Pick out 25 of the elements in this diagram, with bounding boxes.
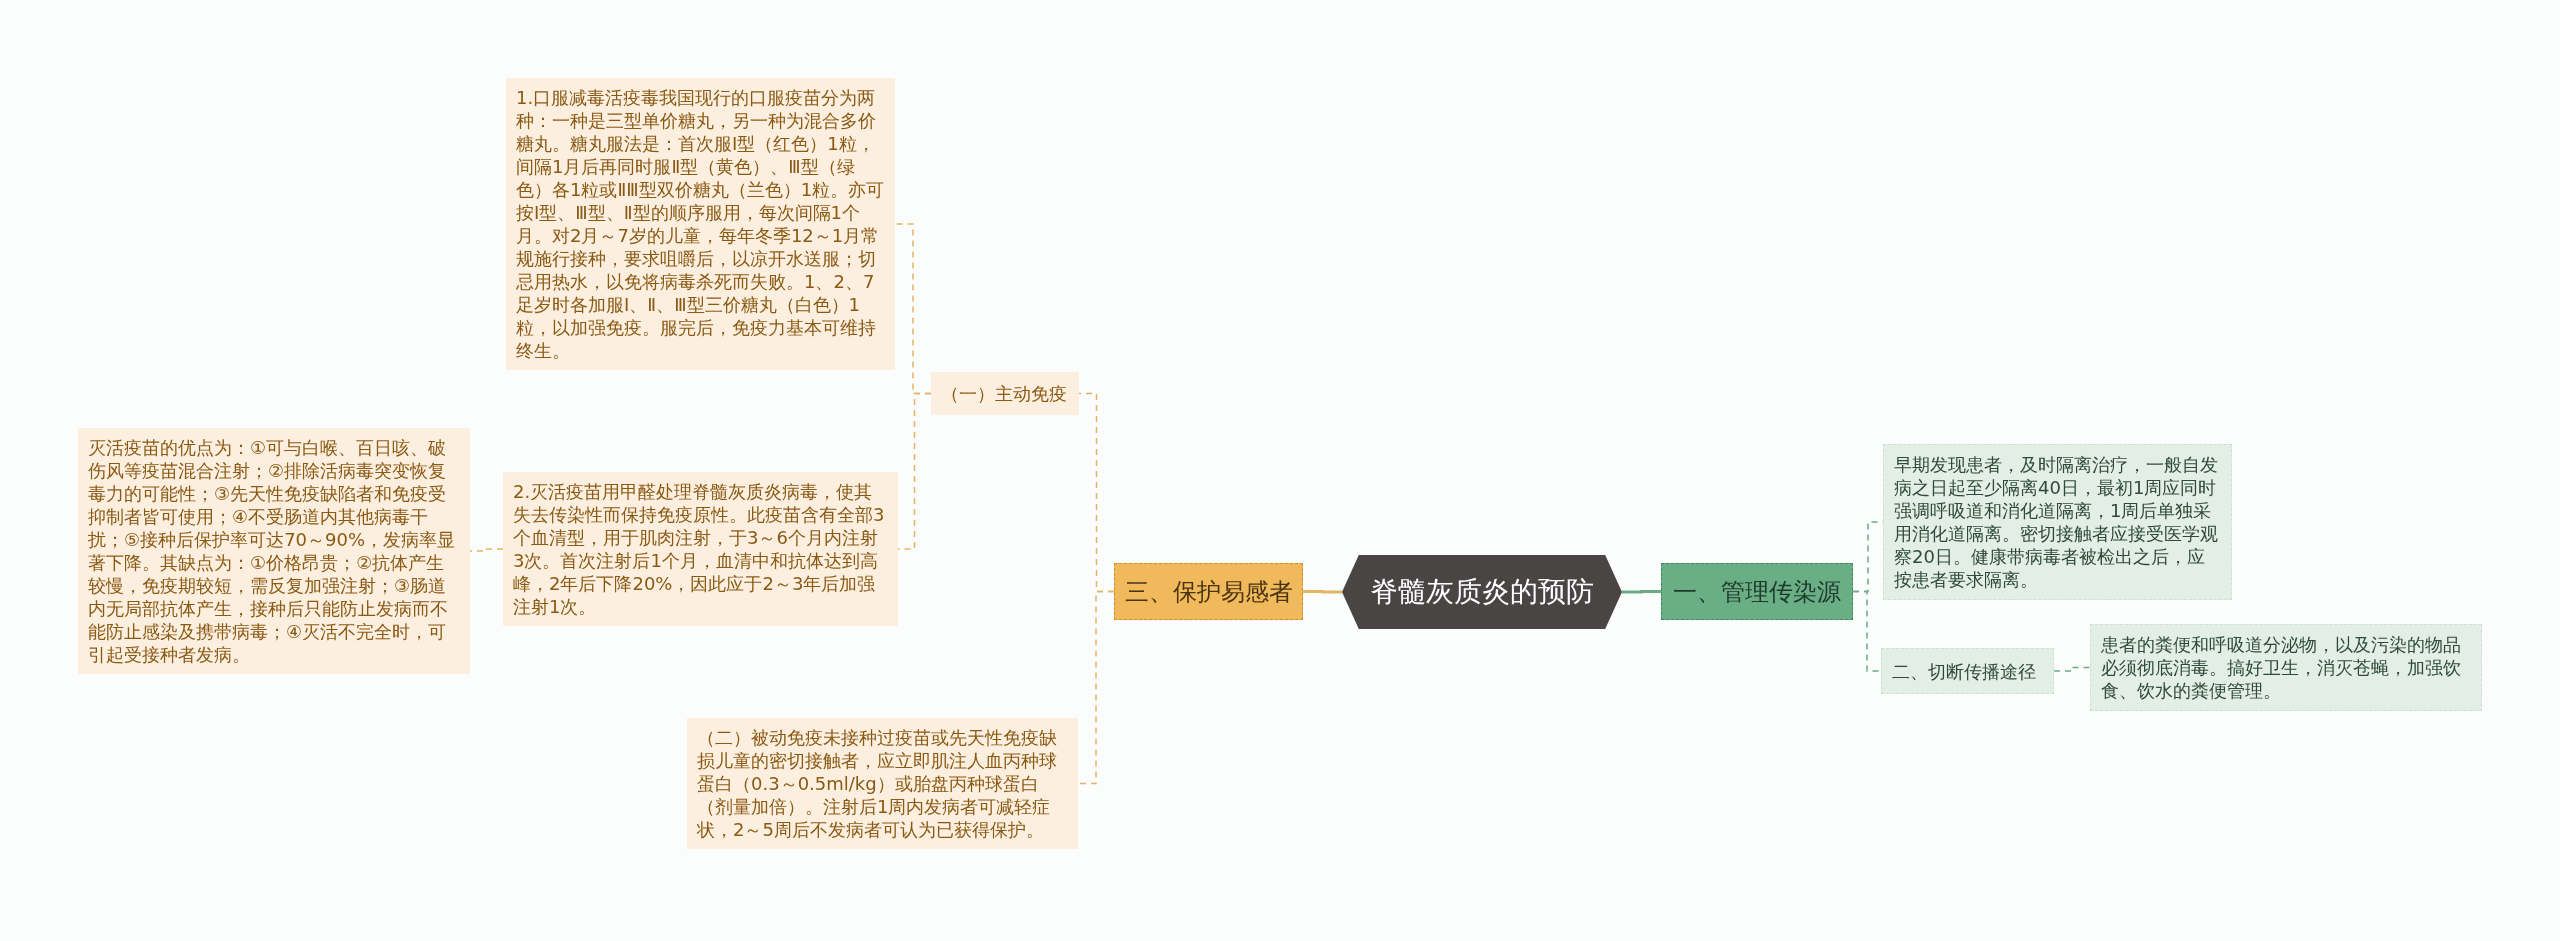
node-text: 1.口服减毒活疫毒我国现行的口服疫苗分为两种：一种是三型单价糖丸，另一种为混合多价糖丸。糖丸服法是：首次服Ⅰ型（红色）1粒，间隔1月后再同时服Ⅱ型（黄色）、Ⅲ型（绿色）各1粒或ⅡⅢ型双价糖丸（兰色）1粒。亦可按Ⅰ型、Ⅲ型、Ⅱ型的顺序服用，每次间隔1个月。对2月～7岁的儿童，每年冬季12～1月常规施行接种，要求咀嚼后，以凉开水送服；切忌用热水，以免将病毒杀死而失败。1、2、7足岁时各加服Ⅰ、Ⅱ、Ⅲ型三价糖丸（白色）1粒，以加强免疫。服完后，免疫力基本可维持终生。	[516, 86, 885, 362]
node-text: 2.灭活疫苗用甲醛处理脊髓灰质炎病毒，使其失去传染性而保持免疫原性。此疫苗含有全部3个血清型，用于肌肉注射，于3～6个月内注射3次。首次注射后1个月，血清中和抗体达到高峰，2年后下降20%，因此应于2～3年后加强注射1次。	[513, 480, 886, 618]
connector-line	[2053, 666, 2091, 672]
note-card	[503, 472, 898, 626]
node-text: 灭活疫苗的优点为：①可与白喉、百日咳、破伤风等疫苗混合注射；②排除活病毒突变恢复毒力的可能性；③先天性免疫缺陷者和免疫受抑制者皆可使用；④不受肠道内其他病毒干扰；⑤接种后保护率可达70～90%，发病率显著下降。其缺点为：①价格昂贵；②抗体产生较慢，免疫期较短，需反复加强注射；③肠道内无局部抗体产生，接种后只能防止发病而不能防止感染及携带病毒；④灭活不完全时，可引起受接种者发病。	[88, 436, 457, 666]
branch-topic	[1661, 563, 1853, 620]
node-text: 脊髓灰质炎的预防	[1370, 574, 1594, 610]
connector-line	[469, 548, 504, 552]
node-text: 一、管理传染源	[1673, 576, 1841, 608]
note-card	[687, 718, 1078, 849]
connector-line	[1303, 590, 1342, 594]
node-text: 二、切断传播途径	[1892, 659, 2036, 683]
connector-line	[1077, 590, 1115, 785]
node-text: （二）被动免疫未接种过疫苗或先天性免疫缺损儿童的密切接触者，应立即肌注人血丙种球蛋白（0.3～0.5ml/kg）或胎盘丙种球蛋白（剂量加倍）。注射后1周内发病者可减轻症状，2～5周后不发病者可认为已获得保护。	[697, 726, 1058, 841]
branch-topic	[1114, 563, 1303, 620]
node-text: 三、保护易感者	[1124, 576, 1293, 608]
connector-line	[1852, 590, 1882, 672]
node-text: 患者的粪便和呼吸道分泌物，以及污染的物品必须彻底消毒。搞好卫生，消灭苍蝇，加强饮食、饮水的粪便管理。	[2101, 633, 2462, 702]
note-card	[931, 372, 1079, 415]
node-text: 早期发现患者，及时隔离治疗，一般自发病之日起至少隔离40日，最初1周应同时强调呼吸道和消化道隔离，1周后单独采用消化道隔离。密切接触者应接受医学观察20日。健康带病毒者被检出之后，应按患者要求隔离。	[1894, 453, 2219, 591]
note-card	[1881, 648, 2054, 694]
connector-line	[1622, 590, 1661, 594]
note-card	[1883, 444, 2232, 600]
node-text: （一）主动免疫	[941, 382, 1067, 405]
note-card	[2090, 624, 2482, 711]
